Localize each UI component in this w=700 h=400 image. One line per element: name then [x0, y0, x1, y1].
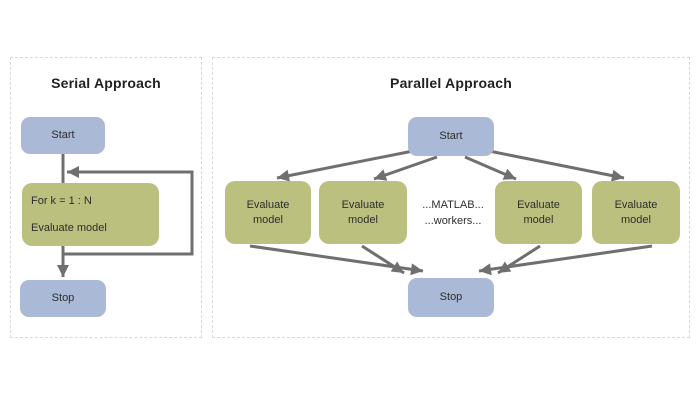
- serial-panel-title: Serial Approach: [51, 75, 161, 91]
- serial-loop-line2: Evaluate model: [31, 222, 107, 234]
- serial-stop-label: Stop: [51, 292, 75, 304]
- serial-for-loop-text: For k = 1 : N Evaluate model: [22, 194, 107, 235]
- eval-model-node-3: Evaluate model: [495, 181, 582, 244]
- serial-for-loop-node: For k = 1 : N Evaluate model: [22, 183, 159, 246]
- eval-node-line1: Evaluate: [246, 198, 290, 211]
- parallel-start-label: Start: [439, 130, 463, 142]
- eval-node-line1: Evaluate: [614, 198, 658, 211]
- serial-loop-line1: For k = 1 : N: [31, 195, 92, 207]
- parallel-stop-node: Stop: [408, 278, 494, 317]
- parallel-start-node: Start: [408, 117, 494, 156]
- eval-node-line1: Evaluate: [341, 198, 385, 211]
- eval-model-node-2: Evaluate model: [319, 181, 407, 244]
- eval-model-node-4: Evaluate model: [592, 181, 680, 244]
- eval-node-line2: model: [253, 213, 283, 226]
- serial-start-label: Start: [51, 129, 75, 141]
- serial-stop-node: Stop: [20, 280, 106, 317]
- eval-node-line1: Evaluate: [517, 198, 560, 211]
- eval-node-line2: model: [348, 213, 378, 226]
- eval-node-line2: model: [523, 213, 554, 226]
- parallel-panel-title: Parallel Approach: [390, 75, 512, 91]
- parallel-stop-label: Stop: [439, 291, 463, 303]
- matlab-workers-line2: ...workers...: [424, 215, 482, 227]
- eval-node-line2: model: [621, 213, 651, 226]
- serial-start-node: Start: [21, 117, 105, 154]
- matlab-workers-label: ...MATLAB... ...workers...: [412, 197, 494, 229]
- matlab-workers-line1: ...MATLAB...: [422, 199, 484, 211]
- eval-model-node-1: Evaluate model: [225, 181, 311, 244]
